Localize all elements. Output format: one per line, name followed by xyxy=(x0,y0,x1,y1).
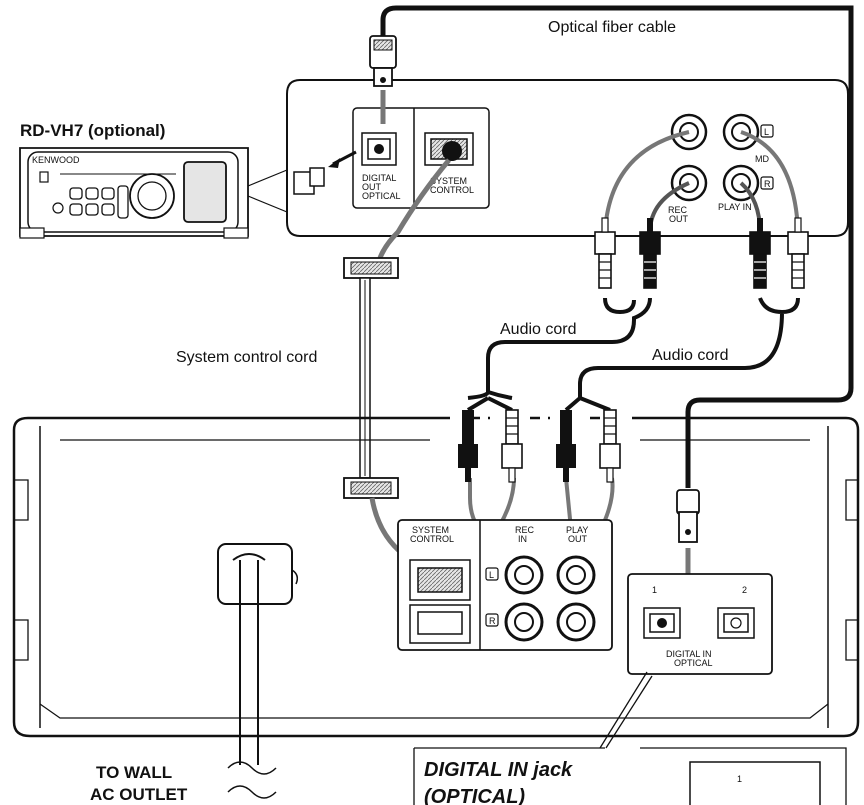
digital-in-callout: DIGITAL IN jack (OPTICAL) 1 xyxy=(413,671,847,805)
label-optical-fiber-cable: Optical fiber cable xyxy=(548,19,676,36)
main-rca-jacks xyxy=(504,555,596,642)
optical-dust-cap xyxy=(293,150,357,195)
label-digital-in-2: OPTICAL xyxy=(674,658,713,668)
label-audio-cord-1: Audio cord xyxy=(500,321,577,338)
to-wall-line2: AC OUTLET xyxy=(90,785,188,804)
label-system-control-1: SYSTEM xyxy=(430,176,467,186)
rca-plugs xyxy=(458,217,809,483)
label-r: R xyxy=(764,179,771,189)
system-control-cord: System control cord xyxy=(176,158,451,582)
label-digital-in-num-2: 2 xyxy=(742,585,747,595)
label-system-control-2: CONTROL xyxy=(430,185,474,195)
label-play-out-2: OUT xyxy=(568,534,588,544)
label-digital-in-num-1: 1 xyxy=(652,585,657,595)
label-digital-out-1: DIGITAL xyxy=(362,173,396,183)
label-brand: KENWOOD xyxy=(32,155,80,165)
label-rec-out-2: OUT xyxy=(669,214,689,224)
label-sys-ctrl-main-1: SYSTEM xyxy=(412,525,449,535)
label-system-control-cord: System control cord xyxy=(176,349,317,366)
label-digital-in-1: DIGITAL IN xyxy=(666,649,712,659)
label-play-in: PLAY IN xyxy=(718,202,752,212)
label-inset-num: 1 xyxy=(737,774,742,784)
label-sys-ctrl-main-2: CONTROL xyxy=(410,534,454,544)
label-audio-cord-2: Audio cord xyxy=(652,347,729,364)
label-l: L xyxy=(489,570,494,580)
label-digital-out-3: OPTICAL xyxy=(362,191,401,201)
optical-fiber-cable: Optical fiber cable xyxy=(369,5,854,610)
label-r: R xyxy=(489,616,496,626)
label-rec-in-2: IN xyxy=(518,534,527,544)
label-digital-out-2: OUT xyxy=(362,182,382,192)
label-rec-in-1: REC xyxy=(515,525,535,535)
rd-vh7-unit: RD-VH7 (optional) KENWOOD xyxy=(19,121,288,239)
label-jack-title-2: (OPTICAL) xyxy=(424,786,525,805)
label-md: MD xyxy=(755,154,769,164)
to-wall-line1: TO WALL xyxy=(96,763,172,782)
md-deck-panel: DIGITAL OUT OPTICAL SYSTEM CONTROL L R M… xyxy=(286,79,849,237)
label-play-out-1: PLAY xyxy=(566,525,588,535)
label-l: L xyxy=(764,127,769,137)
label-rec-out-1: REC xyxy=(668,205,688,215)
label-jack-title-1: DIGITAL IN jack xyxy=(424,759,573,781)
main-unit-panel: SYSTEM CONTROL REC IN PLAY OUT L R 1 2 D… xyxy=(12,416,860,765)
label-rd-vh7: RD-VH7 (optional) xyxy=(20,121,165,140)
